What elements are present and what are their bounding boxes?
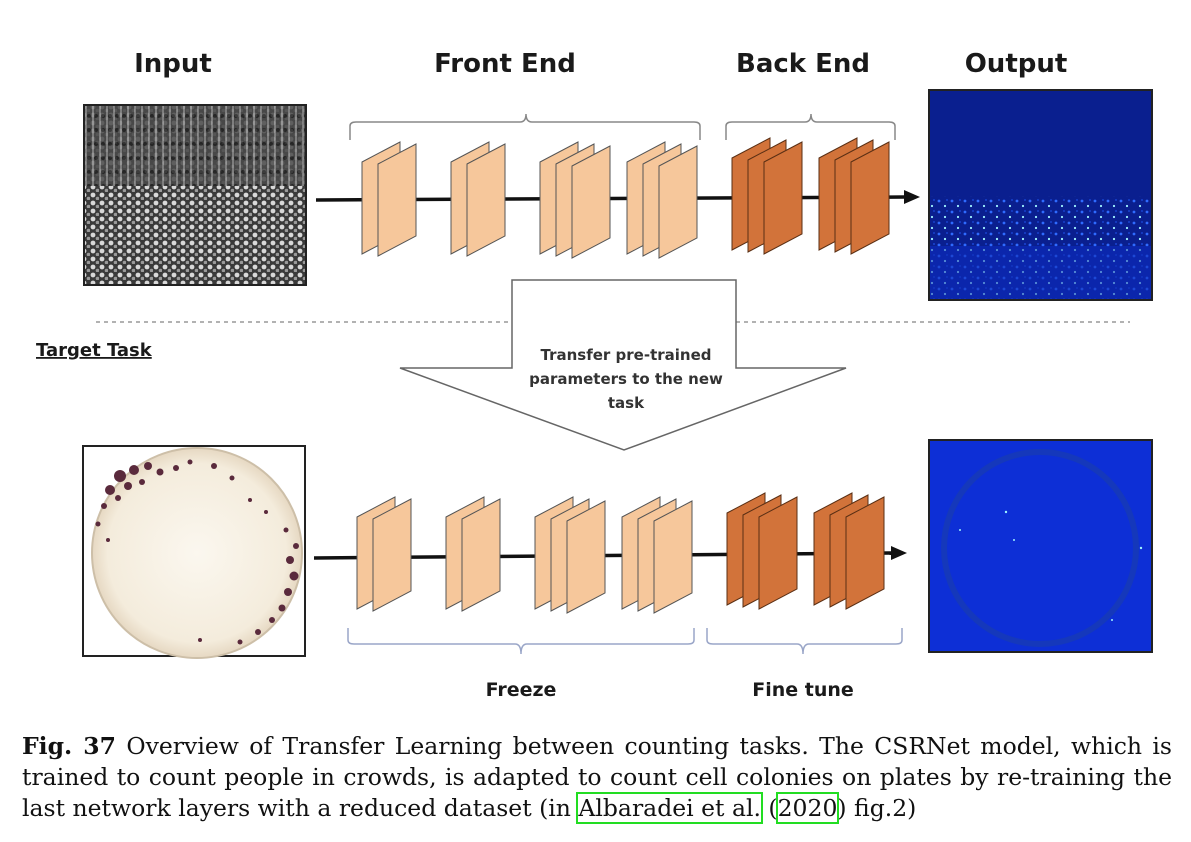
bottom-frozen-layers: [356, 496, 693, 614]
header-back-end: Back End: [736, 49, 870, 79]
layer-group: [450, 141, 506, 257]
layer-group: [726, 492, 798, 610]
back-end-brace: [725, 113, 896, 140]
freeze-label: Freeze: [486, 679, 557, 701]
crowd-density-map-output: [928, 89, 1153, 301]
layer-group: [626, 141, 698, 259]
figure-caption: Fig. 37 Overview of Transfer Learning be…: [22, 731, 1172, 824]
citation-year-link[interactable]: 2020: [775, 792, 840, 824]
transfer-text-line3: task: [608, 394, 645, 412]
freeze-brace: [347, 628, 695, 655]
header-input: Input: [134, 49, 212, 79]
caption-text-mid: (: [760, 794, 778, 822]
layer-group: [813, 492, 885, 610]
layer-group: [534, 496, 606, 614]
top-front-end-layers: [361, 141, 698, 259]
layer-group: [445, 496, 501, 612]
layer-group: [539, 141, 611, 259]
layer-group: [731, 137, 803, 255]
header-output: Output: [965, 49, 1068, 79]
transfer-text-line2: parameters to the new: [529, 370, 723, 388]
target-task-label: Target Task: [36, 340, 153, 361]
caption-text: Overview of Transfer Learning between co…: [22, 732, 1172, 822]
layer-group: [356, 496, 412, 612]
fine-tune-label: Fine tune: [752, 679, 854, 701]
bottom-fine-tune-layers: [726, 492, 885, 610]
cell-plate-input-image: [82, 445, 306, 659]
cell-density-map-output: [928, 439, 1153, 653]
transfer-learning-diagram: Input Front End Back End Output: [36, 49, 1153, 701]
transfer-text-line1: Transfer pre-trained: [541, 346, 712, 364]
citation-author-link[interactable]: Albaradei et al.: [576, 792, 763, 824]
top-flow-arrowhead: [904, 190, 920, 204]
front-end-brace: [349, 113, 701, 140]
caption-text-end: ) fig.2): [837, 794, 917, 822]
layer-group: [818, 137, 890, 255]
fine-tune-brace: [706, 628, 903, 655]
layer-group: [621, 496, 693, 614]
header-front-end: Front End: [434, 49, 576, 79]
figure-number: Fig. 37: [22, 732, 116, 760]
crowd-input-image: [83, 104, 307, 286]
layer-group: [361, 141, 417, 257]
top-back-end-layers: [731, 137, 890, 255]
bottom-flow-arrowhead: [891, 546, 907, 560]
transfer-arrow: [399, 279, 847, 451]
